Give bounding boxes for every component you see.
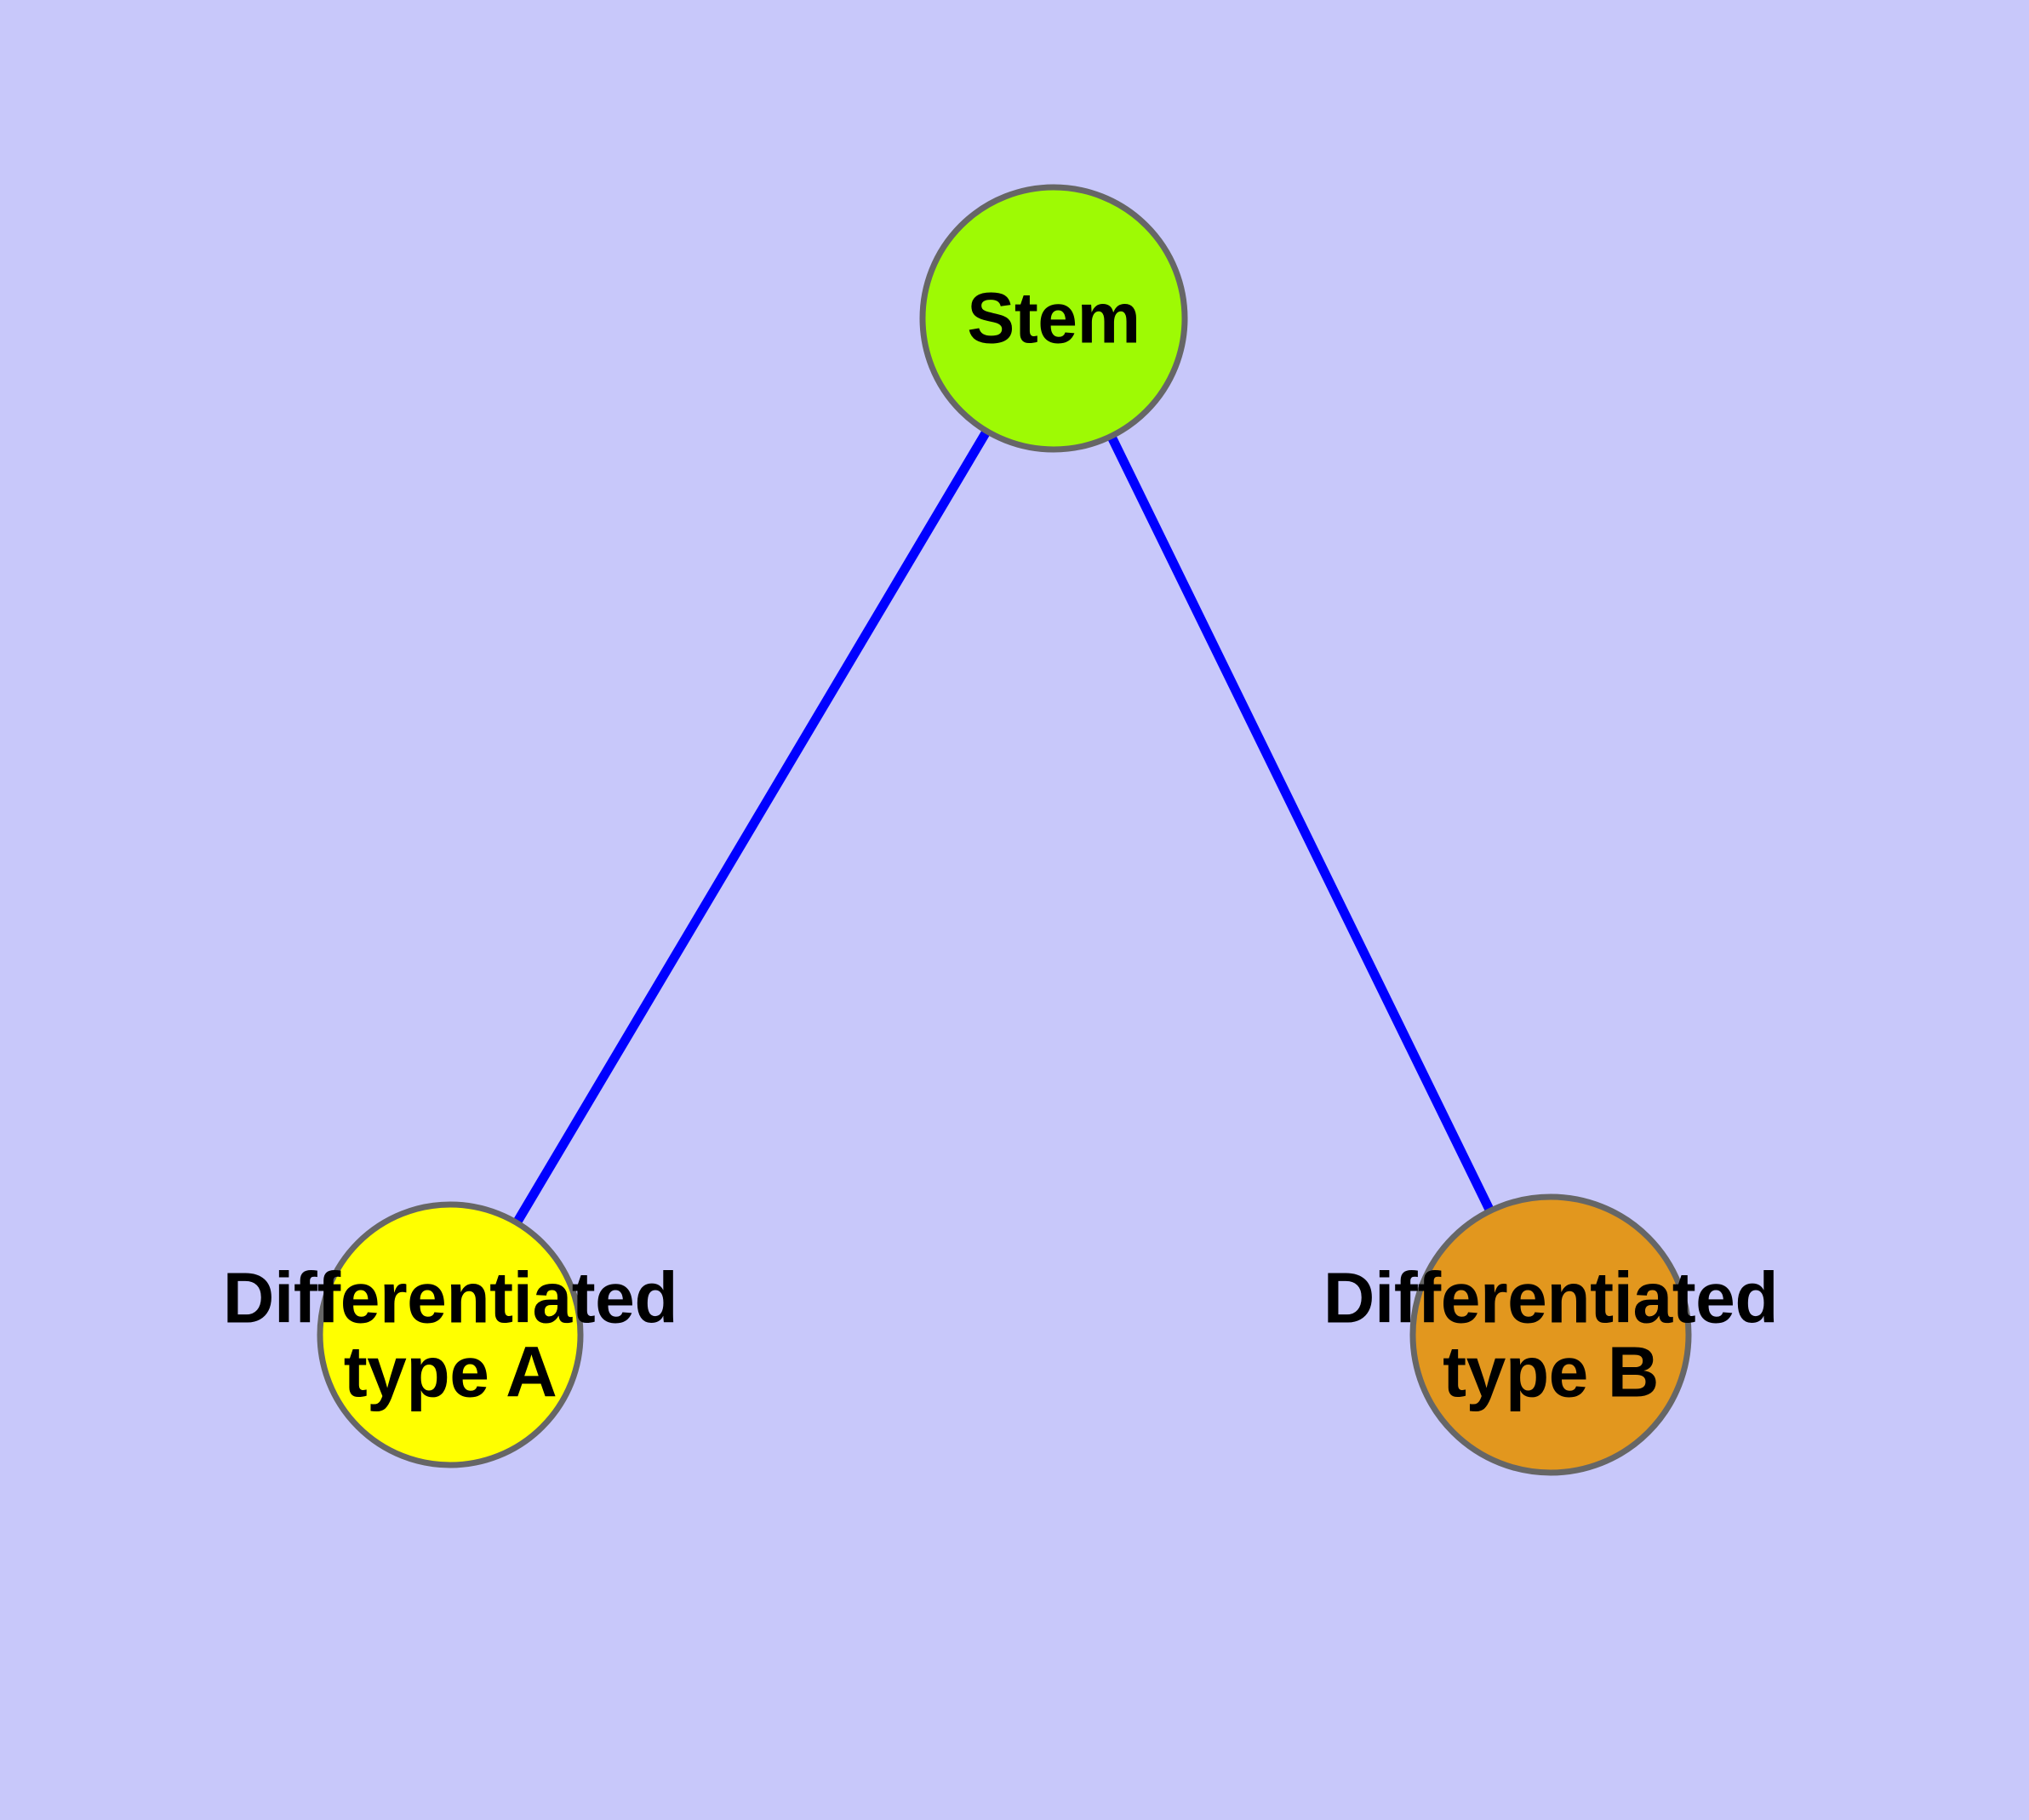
node-layer	[317, 184, 1692, 1476]
node-diff_a[interactable]	[317, 1201, 584, 1468]
node-diff_b[interactable]	[1409, 1193, 1692, 1476]
node-stem[interactable]	[919, 184, 1188, 453]
edge-layer	[512, 426, 1495, 1227]
edge-stem-to-diff_b	[1106, 432, 1495, 1215]
edge-stem-to-diff_a	[512, 426, 992, 1227]
